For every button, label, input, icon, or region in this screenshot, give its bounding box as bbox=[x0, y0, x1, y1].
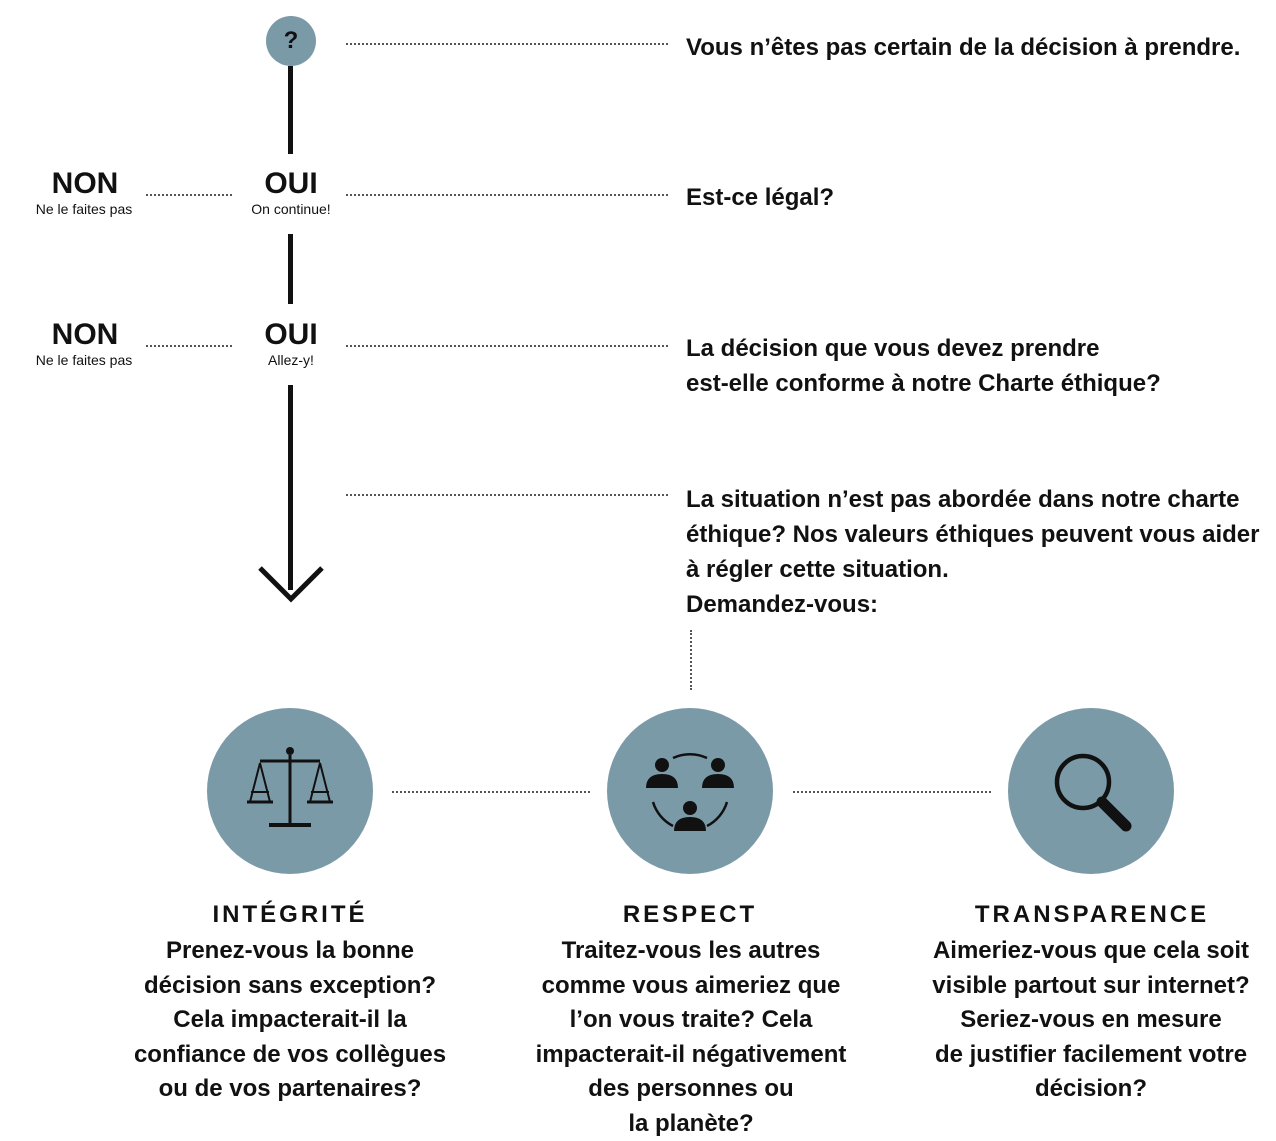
no-sub-2: Ne le faites pas bbox=[35, 352, 133, 368]
step-1-text: Vous n’êtes pas certain de la décision à… bbox=[686, 34, 1241, 61]
transparency-text: Aimeriez-vous que cela soit visible part… bbox=[932, 937, 1250, 1102]
ask-yourself-label: Demandez-vous: bbox=[686, 591, 879, 618]
connector-situation bbox=[346, 494, 668, 496]
situation-text: La situation n’est pas abordée dans notr… bbox=[686, 486, 1260, 583]
scales-icon bbox=[247, 747, 333, 827]
integrity-title: INTÉGRITÉ bbox=[212, 901, 368, 928]
flow-line-1 bbox=[288, 66, 293, 154]
connector-step-1 bbox=[346, 43, 668, 45]
flow-line-2 bbox=[288, 234, 293, 304]
step-3-text: La décision que vous devez prendre est-e… bbox=[686, 335, 1161, 397]
connector-step-3 bbox=[346, 345, 668, 347]
no-label-1: NON bbox=[51, 167, 119, 200]
magnifier-icon bbox=[1054, 753, 1132, 832]
integrity-circle bbox=[207, 708, 373, 874]
respect-title: RESPECT bbox=[622, 901, 758, 928]
transparency-circle bbox=[1008, 708, 1174, 874]
no-label-2: NON bbox=[51, 318, 119, 351]
yes-label-1: OUI bbox=[264, 167, 318, 200]
connector-to-values bbox=[690, 630, 692, 690]
situation-block: La situation n’est pas abordée dans notr… bbox=[686, 482, 1266, 622]
yes-sub-1: On continue! bbox=[251, 201, 331, 217]
respect-text: Traitez-vous les autres comme vous aimer… bbox=[535, 937, 847, 1137]
people-circle-icon bbox=[646, 753, 734, 831]
yes-label-2: OUI bbox=[264, 318, 318, 351]
integrity-text: Prenez-vous la bonne décision sans excep… bbox=[133, 937, 447, 1102]
no-sub-1: Ne le faites pas bbox=[35, 201, 133, 217]
question-mark: ? bbox=[283, 27, 299, 54]
connector-step-2 bbox=[346, 194, 668, 196]
connector-no-1 bbox=[146, 194, 232, 196]
yes-sub-2: Allez-y! bbox=[268, 352, 314, 368]
connector-integrity-respect bbox=[392, 791, 590, 793]
connector-respect-transparency bbox=[793, 791, 991, 793]
respect-circle bbox=[607, 708, 773, 874]
down-arrow-icon bbox=[258, 566, 324, 603]
question-start-circle: ? bbox=[266, 16, 316, 66]
transparency-title: TRANSPARENCE bbox=[974, 901, 1210, 928]
step-2-text: Est-ce légal? bbox=[686, 184, 835, 211]
flow-line-3 bbox=[288, 385, 293, 590]
connector-no-2 bbox=[146, 345, 232, 347]
